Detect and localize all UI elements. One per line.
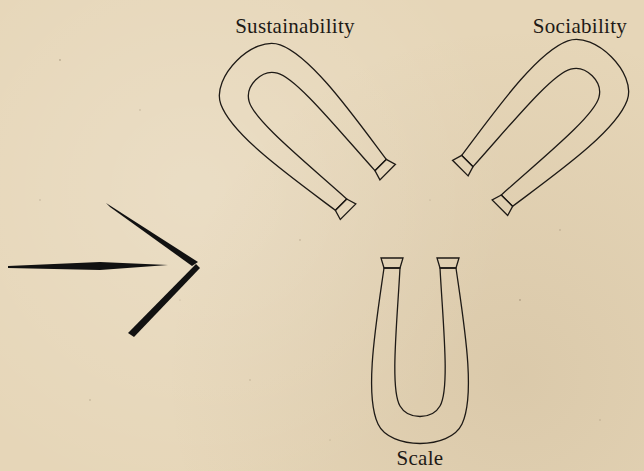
horseshoe-node: Sociability — [448, 6, 644, 221]
arrow-head-lower — [128, 264, 200, 337]
horseshoe-outline — [435, 7, 644, 233]
horseshoe-outline — [360, 254, 480, 454]
horseshoe-cap — [333, 197, 356, 220]
horseshoe-cap — [381, 258, 403, 268]
node-label: Sociability — [533, 16, 627, 37]
node-label: Sustainability — [235, 16, 355, 37]
paper-specks — [39, 59, 600, 441]
horseshoe-body — [372, 268, 469, 444]
node-label: Scale — [397, 448, 444, 469]
horseshoe-cap — [453, 153, 476, 176]
horseshoe-body — [202, 26, 395, 219]
horseshoe-cap — [373, 157, 396, 180]
horseshoe-body — [453, 22, 644, 215]
horseshoe-node: Scale — [340, 254, 500, 469]
horseshoe-node: Sustainability — [200, 6, 400, 221]
horseshoe-cap — [437, 258, 459, 268]
pointer-arrow — [8, 203, 200, 337]
horseshoe-outline — [187, 11, 413, 237]
arrow-head-upper — [106, 203, 198, 266]
horseshoe-cap — [492, 193, 515, 216]
arrow-shaft — [8, 262, 168, 270]
